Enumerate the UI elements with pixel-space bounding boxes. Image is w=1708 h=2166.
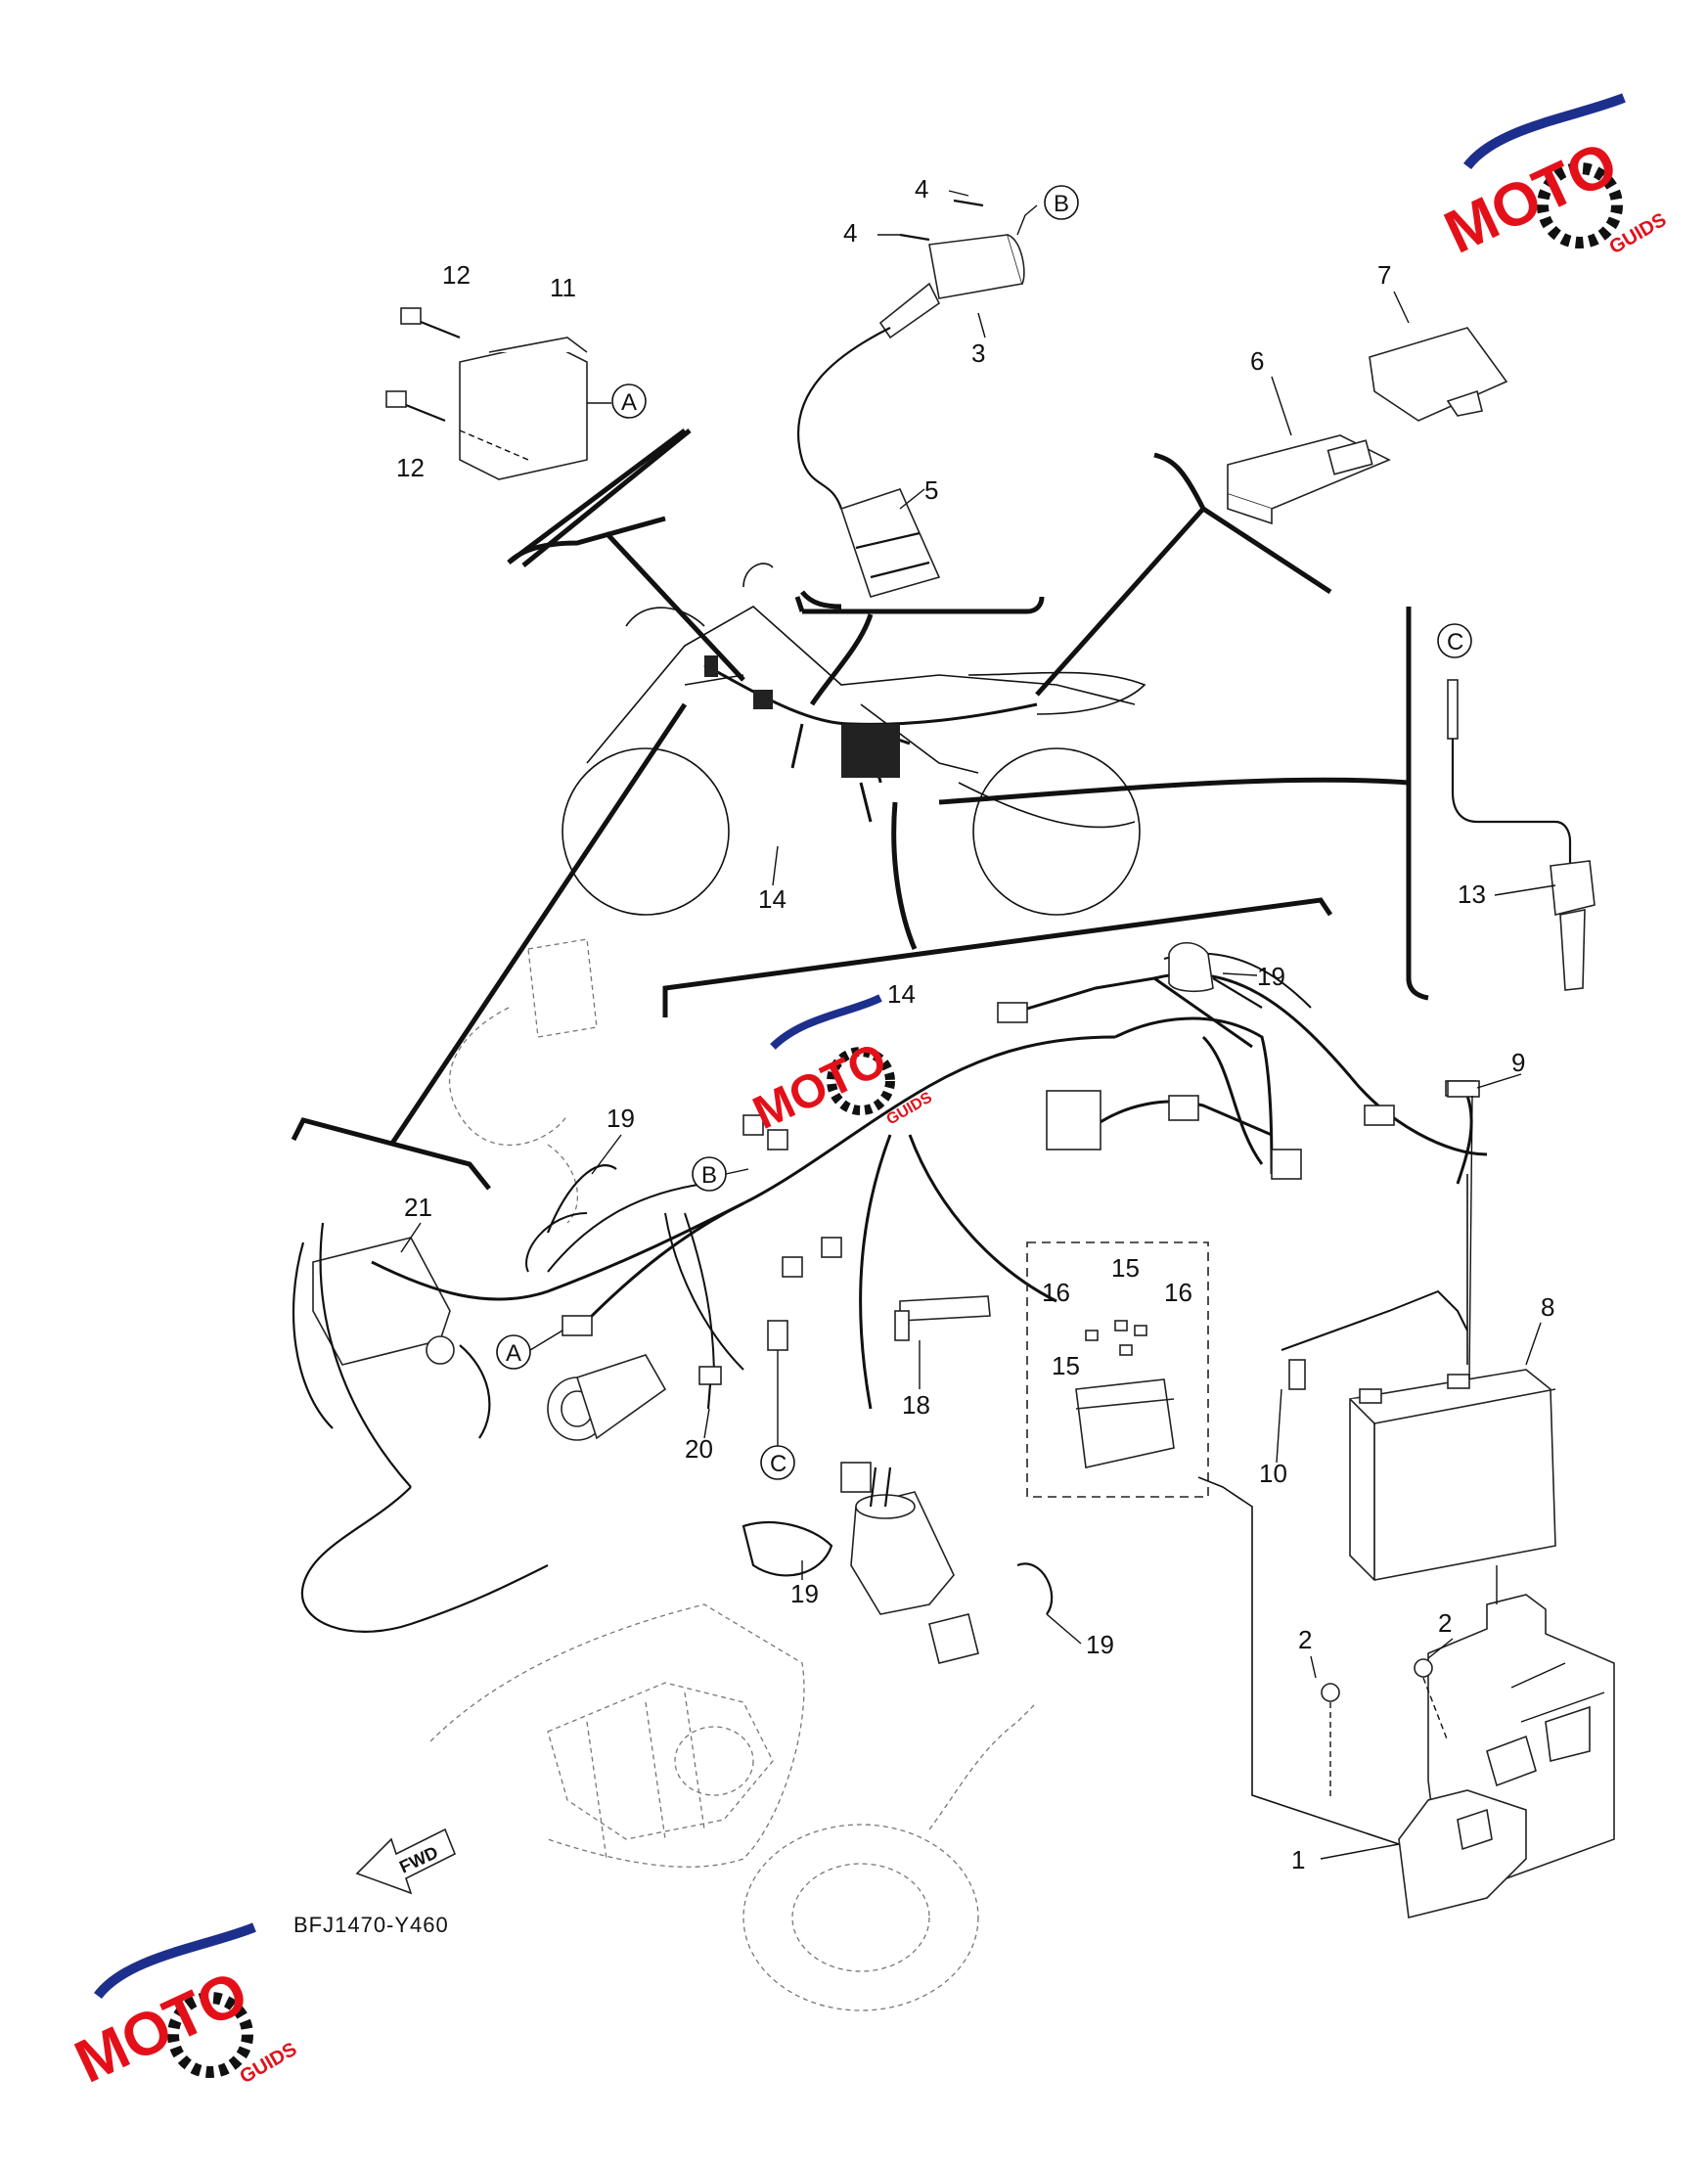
ignition-coil-lower	[850, 1467, 979, 1664]
label-2-left: 2	[1298, 1625, 1312, 1654]
label-2-right: 2	[1438, 1608, 1452, 1638]
label-4-mid: 4	[843, 218, 857, 248]
part-20-clip	[698, 1366, 722, 1410]
label-19-lower: 19	[790, 1579, 819, 1608]
label-8: 8	[1541, 1292, 1554, 1322]
label-1: 1	[1291, 1845, 1305, 1874]
label-15-top: 15	[1111, 1253, 1140, 1283]
ref-a-mid: A	[506, 1340, 521, 1367]
logo-sub-bottom: GUIDS	[237, 2039, 301, 2089]
part-labels: 12 11 12 4 4 3 5 6 7 13 14 14 19 9 19 21…	[396, 174, 1554, 1874]
motorcycle-silhouette	[562, 563, 1146, 916]
part-19-clamps	[546, 941, 1263, 1615]
part-6-7-units	[1227, 327, 1508, 525]
part-21-unit	[292, 1222, 549, 1633]
part-13-sensor	[1447, 679, 1596, 991]
label-12-bottom: 12	[396, 453, 425, 482]
label-3: 3	[971, 338, 985, 368]
fwd-arrow: FWD	[355, 1828, 457, 1895]
logo-main-top: MOTO	[1435, 129, 1628, 267]
ref-b-top: B	[1054, 191, 1069, 217]
lead-to-battery	[1197, 1174, 1468, 1845]
ref-a-top: A	[621, 389, 637, 416]
round-connector	[547, 1354, 667, 1441]
logo-main-center: MOTO	[745, 1033, 894, 1140]
ignition-switch-ghost	[448, 938, 598, 1224]
part-11-assembly	[385, 307, 611, 480]
label-13: 13	[1458, 880, 1486, 909]
part-3-ignition-coil	[796, 199, 1038, 598]
label-leaders	[400, 190, 1556, 1860]
part-18-band	[894, 1295, 991, 1341]
label-4-top: 4	[915, 174, 928, 203]
part-9-terminal	[1447, 1080, 1480, 1380]
bracket-5	[800, 590, 842, 609]
label-7: 7	[1377, 260, 1391, 290]
logo-sub-top: GUIDS	[1606, 209, 1671, 259]
logo-top-right: MOTO GUIDS	[1435, 93, 1671, 267]
label-19-right: 19	[1086, 1630, 1114, 1659]
label-16-left: 16	[1042, 1278, 1070, 1307]
label-10: 10	[1259, 1459, 1287, 1488]
label-14-mid: 14	[887, 979, 916, 1009]
figure-code: BFJ1470-Y460	[293, 1913, 449, 1937]
part-1-battery-box	[1321, 1565, 1615, 1918]
label-11: 11	[550, 273, 576, 302]
label-14-top: 14	[758, 884, 787, 914]
label-21: 21	[404, 1193, 432, 1222]
logo-bottom-left: MOTO GUIDS	[66, 1922, 301, 2097]
label-6: 6	[1250, 346, 1264, 376]
label-12-top: 12	[442, 260, 471, 290]
logo-main-bottom: MOTO	[66, 1959, 258, 2097]
ref-c-mid: C	[770, 1451, 787, 1477]
main-harness	[371, 952, 1488, 1493]
fuse-relay-box	[1026, 1241, 1209, 1498]
ref-c-right: C	[1447, 629, 1463, 655]
label-16-right: 16	[1164, 1278, 1192, 1307]
callout-refs: A B C B A C	[496, 185, 1472, 1480]
harness-on-bike	[703, 655, 1038, 823]
label-19-left: 19	[607, 1104, 635, 1133]
label-5: 5	[924, 475, 938, 505]
label-15-bottom: 15	[1052, 1351, 1080, 1380]
label-19-top: 19	[1257, 962, 1285, 991]
part-8-battery	[1349, 1369, 1556, 1581]
part-10-band	[1281, 1289, 1468, 1390]
leader-lines	[291, 429, 1429, 1191]
engine-ghost	[429, 1603, 1038, 2011]
label-18: 18	[902, 1390, 930, 1420]
ref-b-mid: B	[701, 1162, 717, 1189]
label-20: 20	[685, 1434, 713, 1464]
label-9: 9	[1511, 1048, 1525, 1077]
logo-center: MOTO GUIDS	[745, 994, 935, 1140]
